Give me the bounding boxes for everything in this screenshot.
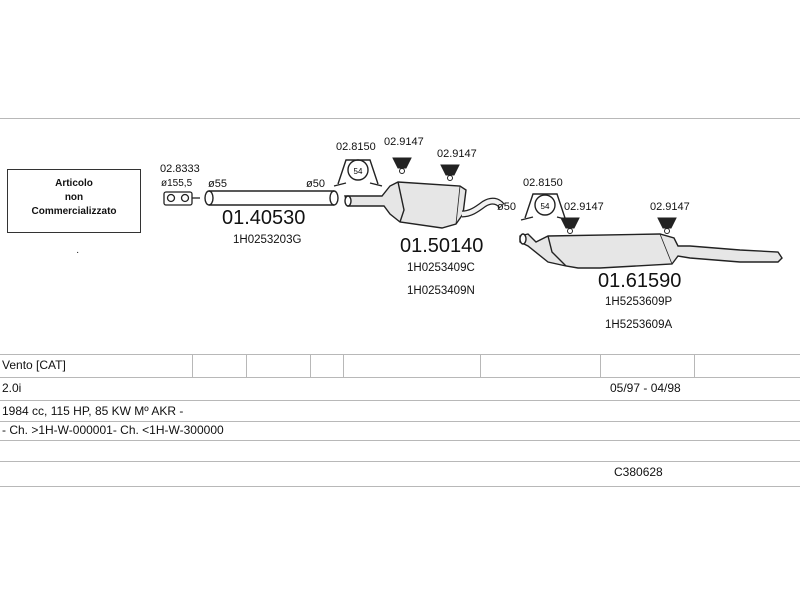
engine-specs: 1984 cc, 115 HP, 85 KW Mº AKR -	[2, 404, 184, 418]
middle-silencer-icon	[344, 181, 505, 229]
row-line-1	[0, 354, 800, 355]
top-border	[0, 118, 800, 119]
rear-silencer-code: 01.61590	[598, 270, 682, 292]
row-line-3	[0, 400, 800, 401]
hanger-3-code: 02.9147	[564, 201, 604, 213]
legend-line-2: non	[64, 192, 84, 203]
col-divider-6	[600, 354, 601, 377]
rubber-hanger-icon	[560, 217, 580, 234]
front-pipe-code: 01.40530	[222, 207, 306, 229]
clamp-icon	[163, 191, 200, 206]
row-line-5	[0, 440, 800, 441]
rubber-hanger-icon	[657, 217, 677, 234]
catalog-number: C380628	[614, 465, 663, 479]
front-pipe-ref: 1H0253203G	[233, 234, 302, 246]
rear-silencer-ref-1: 1H5253609P	[605, 296, 673, 308]
hanger-1-code: 02.9147	[384, 136, 424, 148]
col-divider-4	[343, 354, 344, 377]
rubber-hanger-icon	[440, 164, 460, 181]
vehicle-model: Vento [CAT]	[2, 358, 66, 372]
rear-silencer-ref-2: 1H5253609A	[605, 319, 673, 331]
row-line-4	[0, 421, 800, 422]
col-divider-5	[480, 354, 481, 377]
row-line-7	[0, 486, 800, 487]
ring-1-code: 02.8150	[336, 141, 376, 153]
ring-clamp-icon	[333, 159, 383, 187]
legend-box: Articolo non Commercializzato	[7, 169, 141, 233]
hanger-2-code: 02.9147	[437, 148, 477, 160]
chassis-range: - Ch. >1H-W-000001- Ch. <1H-W-300000	[2, 423, 224, 437]
row-line-6	[0, 461, 800, 462]
col-divider-7	[694, 354, 695, 377]
engine-label: 2.0i	[2, 381, 22, 395]
rubber-hanger-icon	[392, 157, 412, 174]
middle-silencer-code: 01.50140	[400, 235, 484, 257]
rear-silencer-icon	[519, 233, 783, 269]
col-divider-3	[310, 354, 311, 377]
diameter-label: ø155,5	[161, 178, 193, 189]
production-period: 05/97 - 04/98	[610, 381, 681, 395]
legend-line-1: Articolo	[55, 178, 93, 189]
col-divider-1	[192, 354, 193, 377]
middle-silencer-ref-2: 1H0253409N	[407, 285, 475, 297]
clamp-code: 02.8333	[160, 163, 200, 175]
diameter-label: ø50	[306, 178, 325, 190]
row-line-2	[0, 377, 800, 378]
middle-silencer-ref-1: 1H0253409C	[407, 262, 475, 274]
col-divider-2	[246, 354, 247, 377]
ring-2-code: 02.8150	[523, 177, 563, 189]
ring-1-label: 54	[354, 167, 363, 176]
legend-line-3: Commercializzato	[31, 206, 117, 217]
hanger-4-code: 02.9147	[650, 201, 690, 213]
ring-2-label: 54	[541, 202, 550, 211]
diameter-label: ø50	[497, 201, 516, 213]
front-pipe-icon	[204, 190, 339, 206]
legend-dot: ·	[76, 247, 80, 258]
diameter-label: ø55	[208, 178, 227, 190]
